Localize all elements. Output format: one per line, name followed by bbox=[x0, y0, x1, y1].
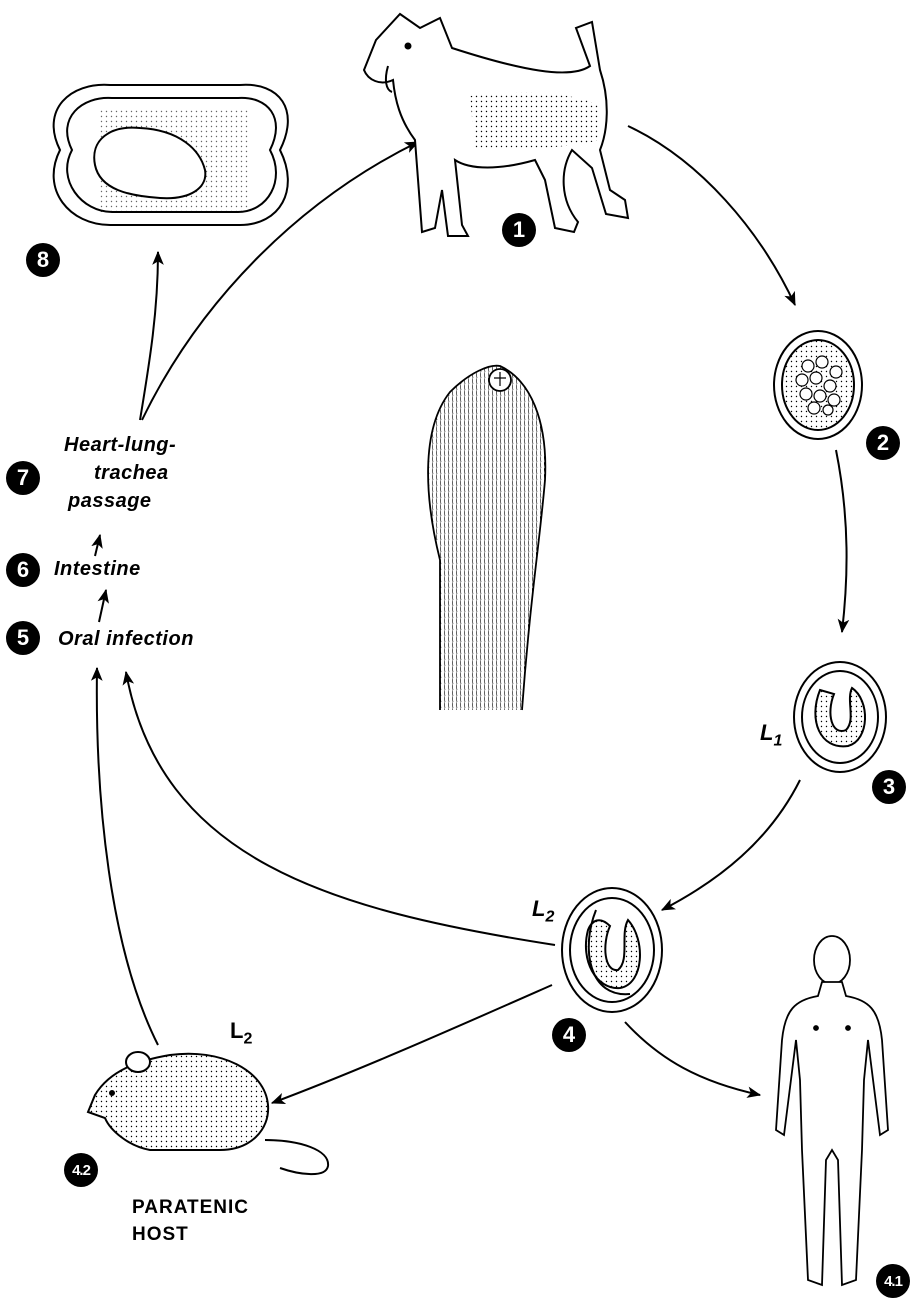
paratenic-host-label: PARATENIC HOST bbox=[132, 1194, 249, 1248]
intestine-label: Intestine bbox=[54, 558, 141, 581]
step-4-1-number: 4.1 bbox=[884, 1273, 902, 1290]
step-1-badge: 1 bbox=[502, 213, 536, 247]
arrow-intestine-to-trachea bbox=[95, 535, 100, 556]
egg-l2-illustration bbox=[562, 888, 662, 1012]
l1-label: L1 bbox=[760, 720, 782, 750]
step-4-2-badge: 4.2 bbox=[64, 1153, 98, 1187]
arrow-l1-to-l2 bbox=[662, 780, 800, 910]
heart-lung-label-line2: trachea bbox=[94, 462, 169, 485]
arrow-l2-to-human bbox=[625, 1022, 760, 1095]
step-5-badge: 5 bbox=[6, 621, 40, 655]
step-6-badge: 6 bbox=[6, 553, 40, 587]
step-5-number: 5 bbox=[17, 625, 29, 651]
arrow-l2-to-oral bbox=[126, 672, 555, 945]
arrow-l2-to-mouse bbox=[272, 985, 552, 1103]
step-6-number: 6 bbox=[17, 557, 29, 583]
step-4-1-badge: 4.1 bbox=[876, 1264, 910, 1298]
mouse-l2-label-base: L bbox=[230, 1018, 243, 1043]
step-3-number: 3 bbox=[883, 774, 895, 800]
step-8-number: 8 bbox=[37, 247, 49, 273]
arrow-mouse-to-oral bbox=[97, 668, 158, 1045]
l2-label: L2 bbox=[532, 896, 554, 926]
arrow-dog-to-egg bbox=[628, 126, 795, 305]
step-7-number: 7 bbox=[17, 465, 29, 491]
heart-lung-label-line1: Heart-lung- bbox=[64, 434, 176, 457]
l2-label-base: L bbox=[532, 896, 545, 921]
arrow-egg-to-l1 bbox=[836, 450, 847, 632]
step-8-badge: 8 bbox=[26, 243, 60, 277]
step-3-badge: 3 bbox=[872, 770, 906, 804]
egg-morula-illustration bbox=[774, 331, 862, 439]
step-4-2-number: 4.2 bbox=[72, 1162, 90, 1179]
paratenic-host-line1: PARATENIC bbox=[132, 1194, 249, 1221]
paratenic-host-line2: HOST bbox=[132, 1221, 249, 1248]
dog-illustration bbox=[364, 14, 628, 236]
arrow-oral-to-intestine bbox=[99, 590, 106, 622]
uterus-pup-illustration bbox=[54, 85, 288, 225]
oral-infection-label: Oral infection bbox=[58, 628, 194, 651]
heart-lung-label-line3: passage bbox=[68, 490, 152, 513]
step-2-badge: 2 bbox=[866, 426, 900, 460]
l1-label-base: L bbox=[760, 720, 773, 745]
human-illustration bbox=[776, 936, 888, 1285]
step-1-number: 1 bbox=[513, 217, 525, 243]
step-4-number: 4 bbox=[563, 1022, 575, 1048]
worm-head-illustration bbox=[428, 366, 545, 710]
l1-label-sub: 1 bbox=[773, 732, 782, 749]
step-2-number: 2 bbox=[877, 430, 889, 456]
mouse-illustration bbox=[88, 1052, 328, 1174]
step-7-badge: 7 bbox=[6, 461, 40, 495]
mouse-l2-label-sub: 2 bbox=[243, 1030, 252, 1047]
mouse-l2-label: L2 bbox=[230, 1018, 252, 1048]
egg-l1-illustration bbox=[794, 662, 886, 772]
l2-label-sub: 2 bbox=[545, 908, 554, 925]
step-4-badge: 4 bbox=[552, 1018, 586, 1052]
